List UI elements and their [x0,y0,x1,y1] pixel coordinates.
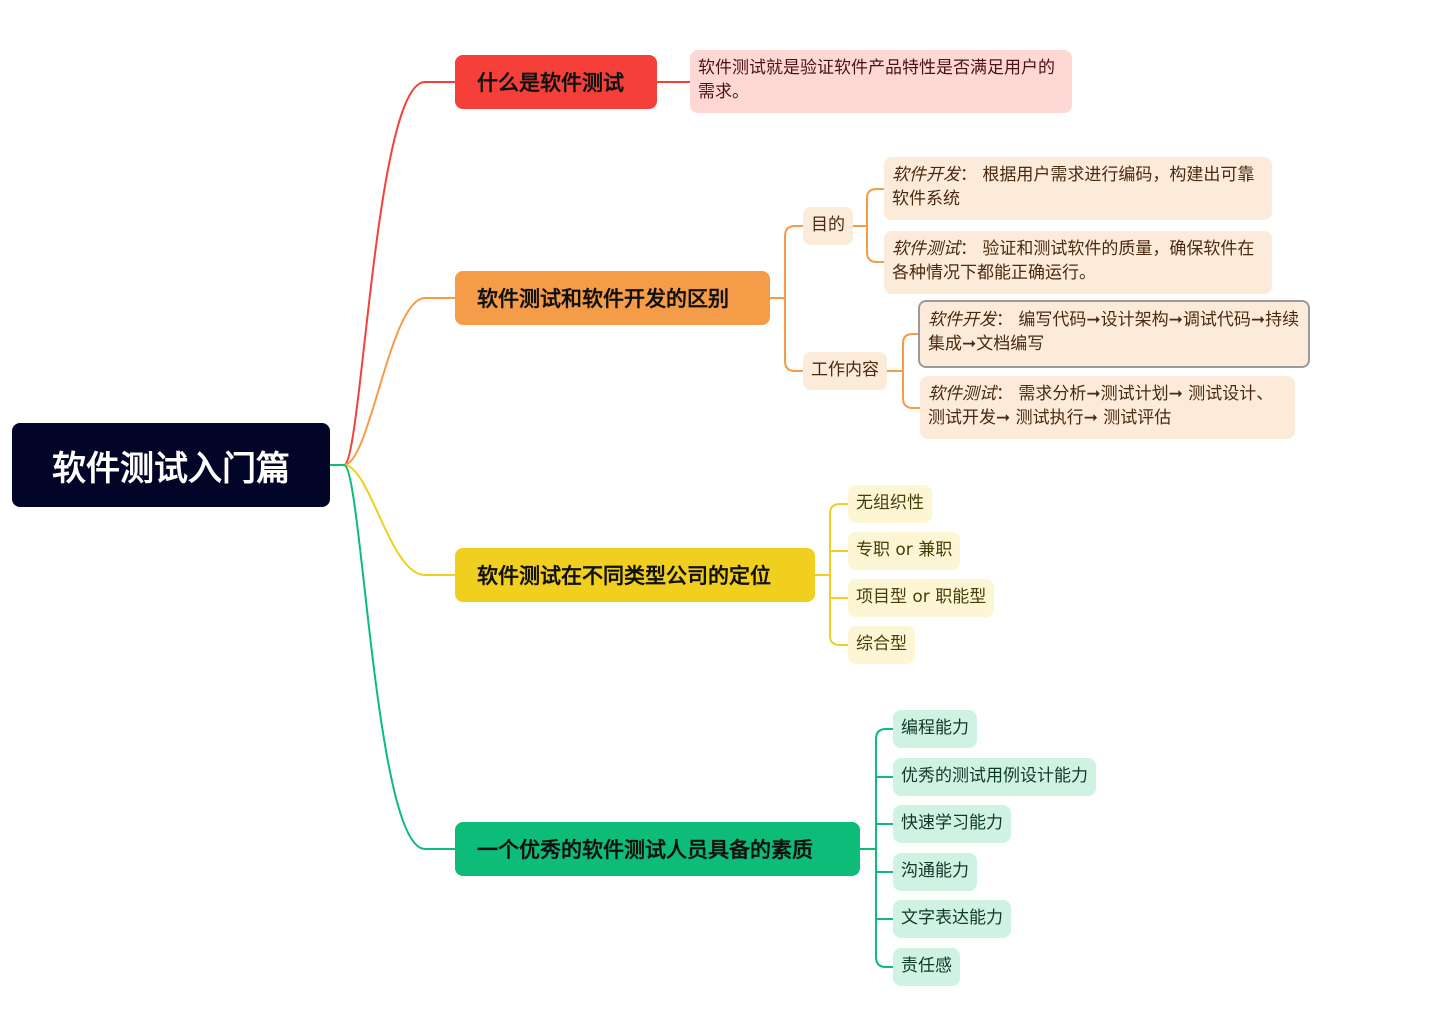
leaf-key: 软件开发 [892,165,960,185]
leaf-quality[interactable]: 责任感 [893,948,960,986]
subtopic-work-content[interactable]: 工作内容 [803,352,887,390]
leaf-text: 软件测试就是验证软件产品特性是否满足用户的需求。 [698,58,1055,102]
branch-title: 一个优秀的软件测试人员具备的素质 [477,838,813,862]
branch-tester-qualities[interactable]: 一个优秀的软件测试人员具备的素质 [455,822,860,876]
branch-what-is-testing[interactable]: 什么是软件测试 [455,55,657,109]
leaf-text: 责任感 [901,956,952,976]
leaf-key: 软件测试 [928,384,996,404]
leaf-positioning[interactable]: 专职 or 兼职 [848,532,961,570]
leaf-positioning[interactable]: 无组织性 [848,485,932,523]
leaf-key: 软件测试 [892,239,960,259]
leaf-positioning[interactable]: 项目型 or 职能型 [848,579,995,617]
leaf-quality[interactable]: 编程能力 [893,710,977,748]
leaf-text: ： 根据用户需求进行编码，构建出可靠软件系统 [892,165,1255,209]
branch-title: 什么是软件测试 [477,71,624,95]
branch-title: 软件测试在不同类型公司的定位 [477,564,771,588]
subtopic-purpose[interactable]: 目的 [803,207,853,245]
leaf-text: 文字表达能力 [901,908,1003,928]
leaf-definition[interactable]: 软件测试就是验证软件产品特性是否满足用户的需求。 [690,50,1072,113]
leaf-text: 综合型 [856,634,907,654]
leaf-text: ： 验证和测试软件的质量，确保软件在各种情况下都能正确运行。 [892,239,1255,283]
leaf-text: 优秀的测试用例设计能力 [901,766,1088,786]
leaf-text: ： 需求分析➞测试计划➞ 测试设计、测试开发➞ 测试执行➞ 测试评估 [928,384,1274,428]
branch-company-positioning[interactable]: 软件测试在不同类型公司的定位 [455,548,815,602]
subtopic-label: 目的 [811,215,845,235]
leaf-purpose-dev[interactable]: 软件开发： 根据用户需求进行编码，构建出可靠软件系统 [884,157,1272,220]
leaf-quality[interactable]: 优秀的测试用例设计能力 [893,758,1096,796]
subtopic-label: 工作内容 [811,360,879,380]
branch-title: 软件测试和软件开发的区别 [477,287,729,311]
leaf-positioning[interactable]: 综合型 [848,626,915,664]
leaf-text: 沟通能力 [901,861,969,881]
leaf-work-test[interactable]: 软件测试： 需求分析➞测试计划➞ 测试设计、测试开发➞ 测试执行➞ 测试评估 [920,376,1295,439]
branch-test-vs-dev[interactable]: 软件测试和软件开发的区别 [455,271,770,325]
leaf-quality[interactable]: 沟通能力 [893,853,977,891]
leaf-purpose-test[interactable]: 软件测试： 验证和测试软件的质量，确保软件在各种情况下都能正确运行。 [884,231,1272,294]
leaf-text: 快速学习能力 [901,813,1003,833]
leaf-key: 软件开发 [928,310,996,330]
leaf-text: 项目型 or 职能型 [856,587,987,607]
leaf-quality[interactable]: 快速学习能力 [893,805,1011,843]
root-title: 软件测试入门篇 [52,448,290,489]
leaf-text: 专职 or 兼职 [856,540,953,560]
leaf-work-dev[interactable]: 软件开发： 编写代码➞设计架构➞调试代码➞持续集成➞文档编写 [918,300,1310,368]
root-topic[interactable]: 软件测试入门篇 [12,423,330,507]
leaf-text: ： 编写代码➞设计架构➞调试代码➞持续集成➞文档编写 [928,310,1300,354]
leaf-text: 无组织性 [856,493,924,513]
leaf-quality[interactable]: 文字表达能力 [893,900,1011,938]
leaf-text: 编程能力 [901,718,969,738]
